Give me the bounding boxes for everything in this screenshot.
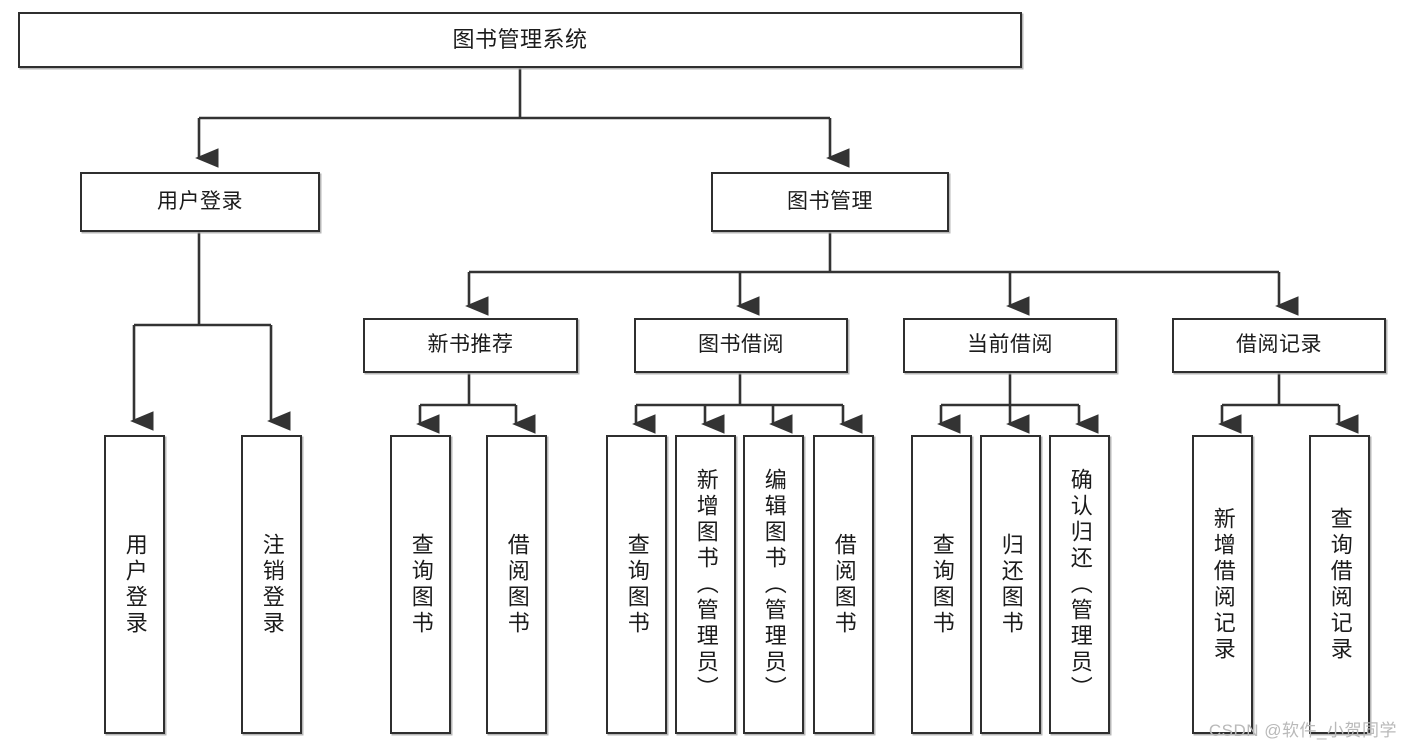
node-leaf-query-book-1-label: 查询图书 <box>408 532 434 637</box>
node-leaf-edit-book[interactable]: 编辑图书（管理员） <box>743 435 804 734</box>
node-leaf-borrow-book-2[interactable]: 借阅图书 <box>813 435 874 734</box>
node-root[interactable]: 图书管理系统 <box>18 12 1022 68</box>
node-user-login[interactable]: 用户登录 <box>80 172 320 232</box>
node-leaf-add-record[interactable]: 新增借阅记录 <box>1192 435 1253 734</box>
node-leaf-confirm-return-label: 确认归还（管理员） <box>1067 467 1093 702</box>
node-root-label: 图书管理系统 <box>452 27 588 53</box>
node-leaf-user-login[interactable]: 用户登录 <box>104 435 165 734</box>
node-leaf-query-book-1[interactable]: 查询图书 <box>390 435 451 734</box>
node-new-book-rec-label: 新书推荐 <box>427 333 514 357</box>
node-leaf-return-book[interactable]: 归还图书 <box>980 435 1041 734</box>
node-leaf-borrow-book-1[interactable]: 借阅图书 <box>486 435 547 734</box>
node-book-borrow[interactable]: 图书借阅 <box>634 318 848 373</box>
node-leaf-query-book-3-label: 查询图书 <box>929 532 955 637</box>
node-new-book-rec[interactable]: 新书推荐 <box>363 318 578 373</box>
node-leaf-query-record-label: 查询借阅记录 <box>1327 506 1353 663</box>
node-leaf-query-book-2-label: 查询图书 <box>624 532 650 637</box>
node-user-login-label: 用户登录 <box>157 189 243 213</box>
node-leaf-query-book-3[interactable]: 查询图书 <box>911 435 972 734</box>
node-leaf-add-book-label: 新增图书（管理员） <box>693 467 719 702</box>
node-leaf-logout-login-label: 注销登录 <box>259 532 285 637</box>
node-leaf-logout-login[interactable]: 注销登录 <box>241 435 302 734</box>
node-leaf-return-book-label: 归还图书 <box>998 532 1024 637</box>
node-leaf-query-record[interactable]: 查询借阅记录 <box>1309 435 1370 734</box>
node-leaf-edit-book-label: 编辑图书（管理员） <box>761 467 787 702</box>
node-leaf-user-login-label: 用户登录 <box>122 532 148 637</box>
node-leaf-confirm-return[interactable]: 确认归还（管理员） <box>1049 435 1110 734</box>
node-book-borrow-label: 图书借阅 <box>698 333 784 357</box>
node-borrow-record[interactable]: 借阅记录 <box>1172 318 1386 373</box>
node-current-borrow-label: 当前借阅 <box>967 333 1053 357</box>
node-leaf-add-record-label: 新增借阅记录 <box>1210 506 1236 663</box>
node-leaf-borrow-book-2-label: 借阅图书 <box>831 532 857 637</box>
node-borrow-record-label: 借阅记录 <box>1236 333 1322 357</box>
node-leaf-query-book-2[interactable]: 查询图书 <box>606 435 667 734</box>
node-current-borrow[interactable]: 当前借阅 <box>903 318 1117 373</box>
node-book-manage[interactable]: 图书管理 <box>711 172 949 232</box>
node-book-manage-label: 图书管理 <box>787 189 873 213</box>
node-leaf-add-book[interactable]: 新增图书（管理员） <box>675 435 736 734</box>
node-leaf-borrow-book-1-label: 借阅图书 <box>504 532 530 637</box>
